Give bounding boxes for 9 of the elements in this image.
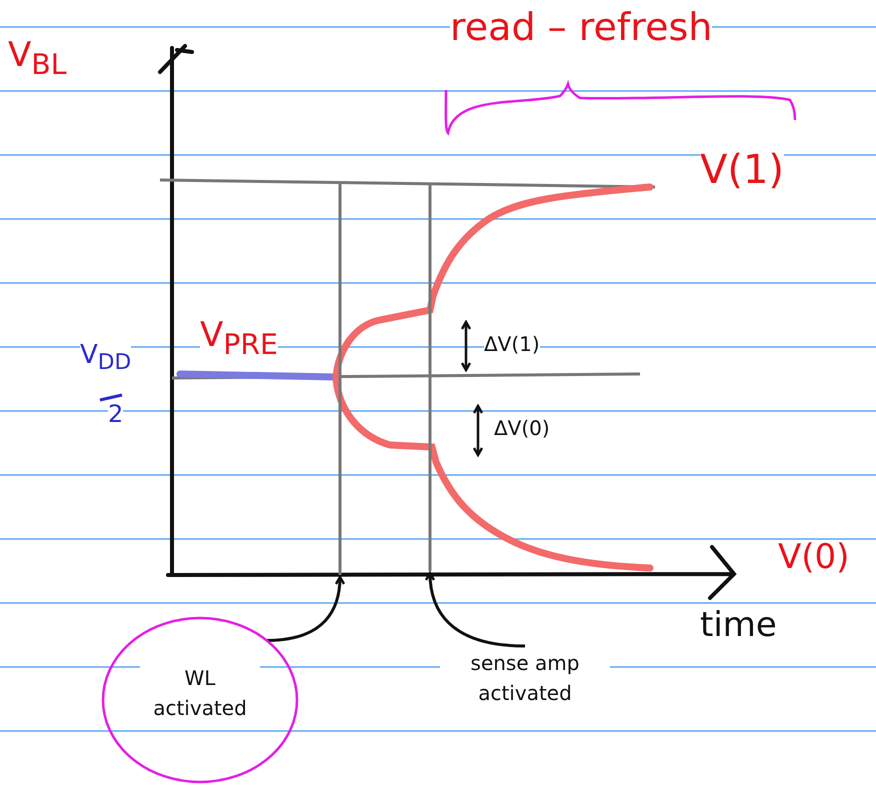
arrow xyxy=(266,576,345,642)
level-label: V(1) xyxy=(700,150,784,190)
difference-label: ΔV(0) xyxy=(494,418,550,438)
activation-time-line xyxy=(426,183,434,571)
level-label: V(0) xyxy=(778,540,850,574)
activation-time-line xyxy=(336,183,344,575)
circled-note xyxy=(100,615,300,785)
difference-label: ΔV(1) xyxy=(484,334,540,354)
arrow xyxy=(425,572,526,648)
